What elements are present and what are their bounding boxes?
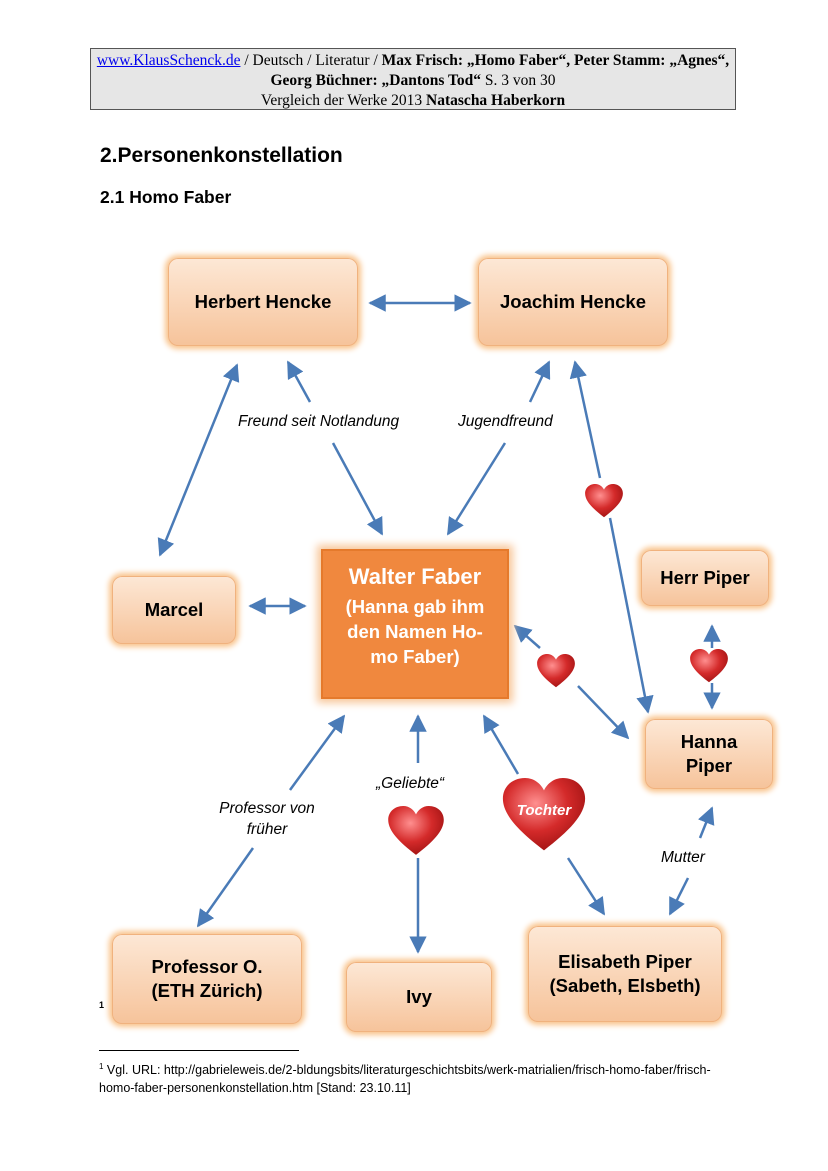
arrow-hanna-elisabeth-b bbox=[668, 877, 690, 916]
label-tochter: Tochter bbox=[516, 802, 572, 819]
arrow-walter-elisabeth-a bbox=[482, 714, 520, 775]
elis-line-2: (Sabeth, Elsbeth) bbox=[549, 975, 701, 996]
header-comparison: Vergleich der Werke 2013 bbox=[260, 92, 427, 109]
arrow-joachim-walter-a bbox=[528, 360, 551, 403]
arrow-herbert-walter-b bbox=[331, 442, 384, 536]
heart-icon bbox=[388, 806, 444, 855]
prof-line-2: (ETH Zürich) bbox=[151, 980, 263, 1001]
hanna-line-1: Hanna bbox=[680, 731, 738, 752]
section-heading: 2.Personenkonstellation bbox=[100, 144, 343, 167]
hanna-line-2: Piper bbox=[685, 755, 733, 776]
arrow-walter-prof-a bbox=[288, 714, 346, 791]
subsection-heading: 2.1 Homo Faber bbox=[100, 187, 232, 207]
arrow-walter-prof-b bbox=[196, 847, 255, 928]
node-walter-faber: Walter Faber (Hanna gab ihm den Namen Ho… bbox=[321, 549, 509, 699]
node-label: Joachim Hencke bbox=[499, 291, 646, 312]
heart-icon bbox=[690, 649, 728, 683]
arrow-walter-hanna-a bbox=[513, 624, 541, 649]
node-label: Herbert Hencke bbox=[194, 291, 332, 312]
node-elisabeth-piper: Elisabeth Piper (Sabeth, Elsbeth) bbox=[528, 926, 722, 1022]
label-mutter: Mutter bbox=[661, 849, 705, 866]
elis-line-1: Elisabeth Piper bbox=[558, 951, 692, 972]
heart-icon bbox=[585, 484, 623, 518]
page-header: www.KlausSchenck.de / Deutsch / Literatu… bbox=[90, 48, 736, 110]
header-path: / Deutsch / Literatur / bbox=[240, 52, 382, 69]
footnote: 1 Vgl. URL: http://gabrieleweis.de/2-bld… bbox=[99, 1058, 739, 1097]
label-freund: Freund seit Notlandung bbox=[238, 413, 400, 430]
node-label: Herr Piper bbox=[660, 567, 750, 588]
label-jugendfreund: Jugendfreund bbox=[458, 413, 553, 430]
header-works: Max Frisch: „Homo Faber“, Peter Stamm: „… bbox=[270, 52, 730, 89]
walter-sub-3: mo Faber) bbox=[370, 646, 460, 667]
prof-line-1: Professor O. bbox=[151, 956, 263, 977]
node-label: Ivy bbox=[406, 986, 432, 1007]
footnote-divider bbox=[99, 1050, 299, 1051]
arrow-joachim-walter-b bbox=[446, 442, 507, 536]
heart-icon bbox=[537, 654, 575, 688]
arrow-herbert-walter-a bbox=[286, 360, 312, 403]
footnote-text: Vgl. URL: http://gabrieleweis.de/2-bldun… bbox=[99, 1063, 711, 1096]
label-professor-2: früher bbox=[246, 821, 288, 838]
node-label: Marcel bbox=[144, 599, 204, 620]
arrow-walter-hanna-b bbox=[577, 685, 630, 740]
arrow-hanna-elisabeth-a bbox=[698, 806, 715, 839]
label-professor-1: Professor von bbox=[219, 800, 315, 817]
arrow-walter-elisabeth-b bbox=[566, 857, 606, 916]
header-page: S. 3 von 30 bbox=[481, 72, 556, 89]
website-link[interactable]: www.KlausSchenck.de bbox=[96, 52, 241, 69]
arrow-joachim-hanna-a bbox=[569, 360, 602, 479]
walter-sub-1: (Hanna gab ihm bbox=[345, 596, 485, 617]
footnote-marker: 1 bbox=[99, 1000, 105, 1010]
node-joachim-hencke: Joachim Hencke bbox=[478, 258, 668, 346]
arrow-joachim-hanna-b bbox=[608, 517, 654, 714]
walter-title: Walter Faber bbox=[348, 564, 482, 589]
arrow-herbert-marcel bbox=[157, 363, 240, 557]
label-professor: Professor von früher bbox=[212, 798, 322, 840]
footnote-number: 1 bbox=[99, 1062, 104, 1071]
label-geliebte: „Geliebte“ bbox=[376, 775, 445, 792]
header-author: Natascha Haberkorn bbox=[426, 92, 566, 109]
node-marcel: Marcel bbox=[112, 576, 236, 644]
node-professor-o: Professor O. (ETH Zürich) bbox=[112, 934, 302, 1024]
node-ivy: Ivy bbox=[346, 962, 492, 1032]
walter-sub-2: den Namen Ho- bbox=[347, 621, 483, 642]
node-herr-piper: Herr Piper bbox=[641, 550, 769, 606]
node-herbert-hencke: Herbert Hencke bbox=[168, 258, 358, 346]
